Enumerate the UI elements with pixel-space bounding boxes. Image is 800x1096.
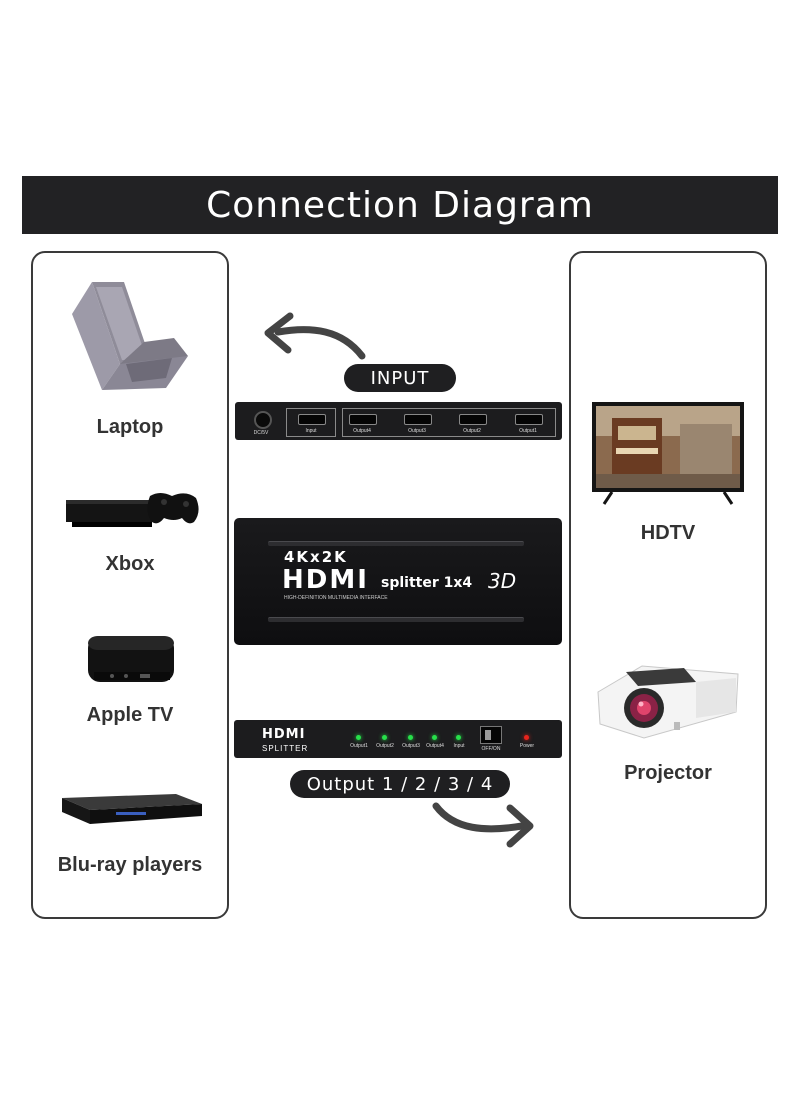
port-label-output2: Output2 [463,428,481,434]
output3-port [404,414,432,425]
switch-rocker [485,730,491,740]
top-groove-lower [268,617,524,622]
resolution-label: 4Kx2K [284,548,348,566]
tv-icon [592,402,744,505]
led-output2 [382,735,387,740]
splitter-top [234,518,562,645]
port-label-output1: Output1 [519,428,537,434]
led-label-output2: Output2 [376,743,394,749]
led-label-output3: Output3 [402,743,420,749]
led-power [524,735,529,740]
output-arrow-icon [432,802,534,848]
input-port [298,414,326,425]
output-pill-label: Output 1 / 2 / 3 / 4 [306,773,494,795]
apple-tv-icon [88,636,174,682]
source-label-laptop: Laptop [96,416,164,438]
output-ports-frame [342,408,556,437]
led-label-power: Power [519,743,535,749]
product-label: splitter 1x4 [381,575,473,591]
input-arrow-icon [264,312,366,360]
source-label-xbox: Xbox [105,553,155,575]
3d-label: 3D [488,569,517,593]
port-label-output4: Output4 [353,428,371,434]
splitter-front-panel [234,720,562,758]
input-pill-label: INPUT [370,367,430,389]
xbox-console-icon [66,493,199,527]
output4-port [349,414,377,425]
output-pill: Output 1 / 2 / 3 / 4 [290,770,510,798]
led-label-output1: Output1 [350,743,368,749]
led-label-input: Input [453,743,465,749]
dc-power-label: DC/5V [253,430,269,436]
output1-port [515,414,543,425]
port-label-output3: Output3 [408,428,426,434]
displays-panel [569,251,767,919]
led-output3 [408,735,413,740]
led-output1 [356,735,361,740]
display-label-projector: Projector [624,762,712,784]
top-groove-upper [268,541,524,546]
input-port-frame [286,408,336,437]
bluray-player-icon [62,794,202,824]
led-label-output4: Output4 [426,743,444,749]
display-label-hdtv: HDTV [640,522,696,544]
front-splitter-label: SPLITTER [262,744,309,753]
source-label-apple-tv: Apple TV [86,704,174,726]
source-label-bluray: Blu-ray players [57,854,203,876]
input-pill: INPUT [344,364,456,392]
front-hdmi-logo: HDMI [262,727,306,742]
laptop-icon [72,282,188,390]
switch-label: OFF/ON [481,746,501,752]
led-output4 [432,735,437,740]
port-label-input: Input [305,428,317,434]
tagline: HIGH-DEFINITION MULTIMEDIA INTERFACE [284,595,388,601]
dc-power-port [254,411,272,429]
title-banner: Connection Diagram [22,176,778,234]
led-input [456,735,461,740]
projector-icon [597,665,739,739]
hdmi-logo: HDMI [282,565,369,595]
output2-port [459,414,487,425]
page-title: Connection Diagram [206,184,594,226]
power-switch [480,726,502,744]
